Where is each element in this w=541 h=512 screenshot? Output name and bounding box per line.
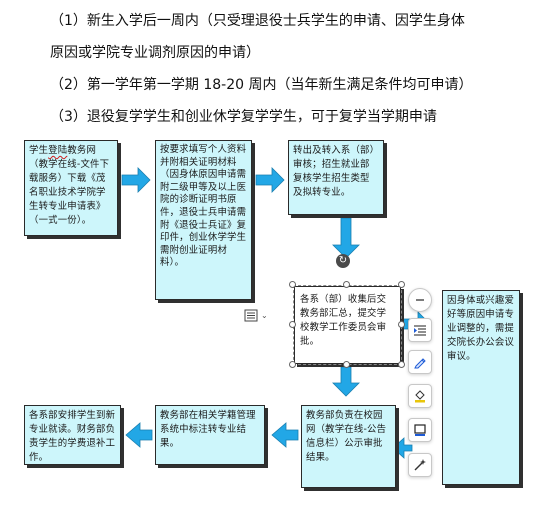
arrow-2-3 [255,167,285,193]
arrow-side-5 [392,437,413,459]
flow-box-mark-result[interactable]: 教务部在相关学籍管理系统中标注转专业结果。 [155,405,265,465]
flow-box-download-form[interactable]: 学生登陆教务网（教学在线-文件下载服务）下载《茂名职业技术学院学生转专业申请表》… [24,140,118,236]
step7-text: 各系部安排学生到新专业就读。财务部负责学生的学费退补工作。 [29,410,116,463]
resize-handle-ml[interactable] [289,321,296,328]
layout-options-icon [244,309,258,322]
collapse-toolbar-button[interactable] [408,288,432,312]
step4-text: 各系（部）收集后交教务部汇总，提交学校教学工作委员会审批。 [300,294,387,347]
fill-bucket-icon [415,390,425,403]
step5-text: 教务部负责在校园网（教学在线-公告信息栏）公示审批结果。 [306,410,387,463]
resize-handle-bm[interactable] [343,361,350,368]
magic-icon [414,459,426,471]
flow-box-dean-review[interactable]: 因身体或兴趣爱好等原因申请专业调整的，需提交院长办公会议审议。 [442,290,520,485]
chevron-down-icon: ⌄ [261,311,268,320]
flow-box-collect-submit[interactable]: 各系（部）收集后交教务部汇总，提交学校教学工作委员会审批。 [294,286,401,364]
shape-style-button[interactable] [408,418,432,442]
resize-handle-bl[interactable] [289,361,296,368]
step1-text-pre: 学生 [29,145,49,156]
text-wrap-icon [414,325,426,336]
arrow-1-2 [121,167,151,193]
shape-outline-button[interactable] [408,350,432,374]
step6-text: 教务部在相关学籍管理系统中标注转专业结果。 [160,410,256,449]
paragraph-1: （1）新生入学后一周内（只受理退役士兵学生的申请、因学生身体 [50,13,465,29]
arrow-5-6 [271,422,299,448]
resize-handle-tl[interactable] [289,281,296,288]
resize-handle-mr[interactable] [398,321,405,328]
paragraph-4: （3）退役复学学生和创业休学复学学生，可于复学当学期申请 [50,109,437,125]
arrow-6-7 [125,422,153,448]
layout-options-button[interactable]: ⌄ [244,308,270,323]
resize-handle-br[interactable] [398,361,405,368]
resize-handle-tr[interactable] [398,281,405,288]
flow-box-review[interactable]: 转出及转入系（部）审核；招生就业部复核学生招生类型及拟转专业。 [288,140,384,215]
step2-text: 按要求填写个人资料并附相关证明材料（因身体原因申请需附二级甲等及以上医院的诊断证… [160,144,247,269]
shape-effects-button[interactable] [408,453,432,477]
flow-box-publish-result[interactable]: 教务部负责在校园网（教学在线-公告信息栏）公示审批结果。 [301,405,396,488]
step1-text-post: 教务网（教学在线-文件下载服务）下载《茂名职业技术学院学生转专业申请表》（一式一… [29,145,110,226]
step1-text-underlined: 登陆 [48,145,68,156]
resize-handle-tm[interactable] [343,281,350,288]
paragraph-2: 原因或学院专业调剂原因的申请） [50,45,260,61]
paragraph-3: （2）第一学年第一学期 18-20 周内（当年新生满足条件均可申请） [50,77,473,93]
text-wrap-button[interactable] [408,318,432,342]
pen-icon [414,358,426,369]
flow-box-enroll-new-major[interactable]: 各系部安排学生到新专业就读。财务部负责学生的学费退补工作。 [24,405,121,465]
step3-text: 转出及转入系（部）审核；招生就业部复核学生招生类型及拟转专业。 [293,145,375,198]
arrow-3-4 [332,217,360,259]
shape-fill-button[interactable] [408,384,432,408]
flow-box-fill-materials[interactable]: 按要求填写个人资料并附相关证明材料（因身体原因申请需附二级甲等及以上医院的诊断证… [155,140,252,300]
side-step-text: 因身体或兴趣爱好等原因申请专业调整的，需提交院长办公会议审议。 [447,295,515,362]
rotate-handle-icon[interactable]: ↻ [336,254,350,268]
border-icon [414,424,426,436]
arrow-4-5 [332,366,360,397]
minus-icon [416,299,424,301]
